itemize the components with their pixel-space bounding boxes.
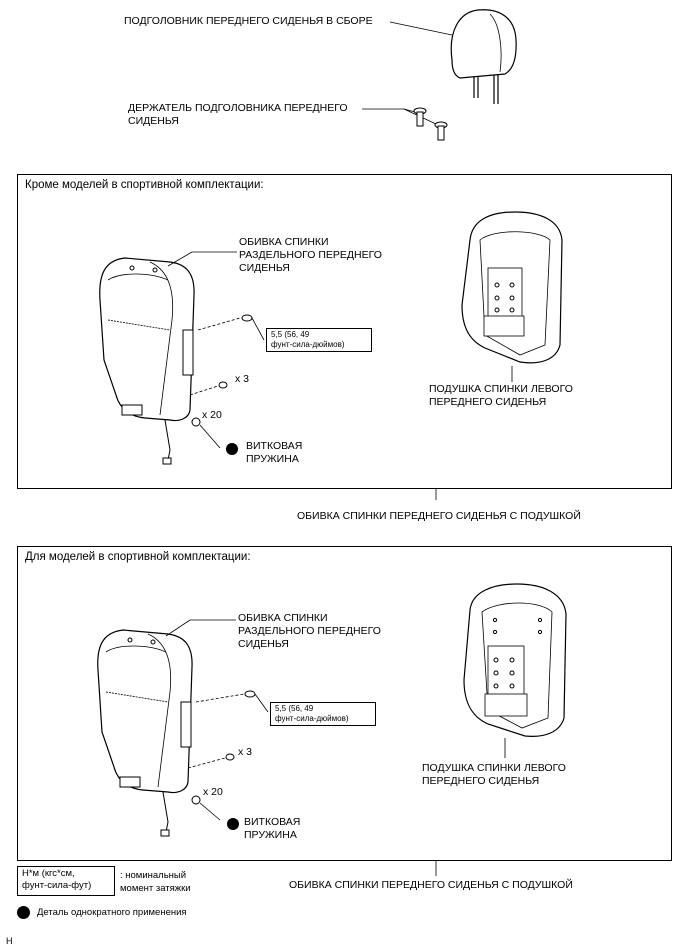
legend-unit-line1: Н*м (кгс*см, (22, 868, 75, 879)
legend-desc-line2: момент затяжки (120, 883, 191, 894)
legend-single-use-icon (17, 906, 30, 919)
panel-standard-assembly-label: ОБИВКА СПИНКИ ПЕРЕДНЕГО СИДЕНЬЯ С ПОДУШК… (297, 510, 581, 522)
headrest-shape (450, 9, 517, 79)
panel-sport-qty-x3: x 3 (238, 746, 253, 758)
panel-sport-cover-label-2: РАЗДЕЛЬНОГО ПЕРЕДНЕГО (238, 625, 381, 637)
panel-sport-cover-label-1: ОБИВКА СПИНКИ (238, 612, 328, 624)
top-illustration (362, 9, 517, 141)
panel-sport: Для моделей в спортивной комплектации: (17, 546, 672, 861)
panel-standard-qty-x3: x 3 (235, 373, 250, 385)
panel-standard-torque-box: 5,5 (56, 49 фунт-сила-дюймов) (266, 328, 372, 352)
panel-standard-cover-label-2: РАЗДЕЛЬНОГО ПЕРЕДНЕГО (239, 249, 382, 261)
panel-sport-torque-unit: фунт-сила-дюймов) (275, 714, 349, 723)
panel-sport-single-use-icon (227, 818, 239, 830)
panel-standard: Кроме моделей в спортивной комплектации: (17, 174, 672, 489)
panel-standard-cushion-label-1: ПОДУШКА СПИНКИ ЛЕВОГО (429, 383, 573, 395)
panel-sport-qty-x20: x 20 (203, 786, 223, 798)
panel-standard-spring-label-2: ПРУЖИНА (246, 453, 299, 465)
panel-standard-qty-x20: x 20 (202, 409, 222, 421)
panel-sport-torque-value: 5,5 (56, 49 (275, 704, 314, 713)
panel-standard-cushion-label-2: ПЕРЕДНЕГО СИДЕНЬЯ (429, 396, 547, 408)
legend-desc-line1: : номинальный (120, 870, 187, 881)
panel-sport-illustration (97, 583, 567, 876)
headrest-label: ПОДГОЛОВНИК ПЕРЕДНЕГО СИДЕНЬЯ В СБОРЕ (124, 15, 373, 27)
panel-standard-torque-unit: фунт-сила-дюймов) (271, 340, 345, 349)
panel-standard-title: Кроме моделей в спортивной комплектации: (25, 179, 264, 191)
panel-standard-cover-label-1: ОБИВКА СПИНКИ (239, 236, 329, 248)
panel-standard-spring-label-1: ВИТКОВАЯ (246, 440, 303, 452)
legend-single-use-label: Деталь однократного применения (37, 907, 187, 918)
panel-standard-torque-value: 5,5 (56, 49 (271, 330, 310, 339)
panel-sport-cushion-label-1: ПОДУШКА СПИНКИ ЛЕВОГО (422, 762, 566, 774)
panel-standard-illustration (99, 211, 563, 500)
figure-code: H (6, 936, 13, 946)
panel-sport-spring-label-1: ВИТКОВАЯ (244, 816, 301, 828)
panel-sport-title: Для моделей в спортивной комплектации: (25, 551, 251, 563)
panel-sport-spring-label-2: ПРУЖИНА (244, 829, 297, 841)
panel-sport-cover-label-3: СИДЕНЬЯ (238, 638, 289, 650)
headrest-holder-1 (413, 107, 427, 127)
legend-torque-box: Н*м (кгс*см, фунт-сила-фут) (17, 866, 115, 896)
panel-sport-torque-box: 5,5 (56, 49 фунт-сила-дюймов) (270, 702, 376, 726)
headrest-holder-label-line1: ДЕРЖАТЕЛЬ ПОДГОЛОВНИКА ПЕРЕДНЕГО (128, 102, 348, 114)
panel-sport-cushion-label-2: ПЕРЕДНЕГО СИДЕНЬЯ (422, 775, 540, 787)
legend-unit-line2: фунт-сила-фут) (22, 880, 92, 891)
headrest-holder-label-line2: СИДЕНЬЯ (128, 115, 179, 127)
panel-standard-single-use-icon (226, 443, 238, 455)
panel-standard-cover-label-3: СИДЕНЬЯ (239, 262, 290, 274)
panel-sport-assembly-label: ОБИВКА СПИНКИ ПЕРЕДНЕГО СИДЕНЬЯ С ПОДУШК… (289, 879, 573, 891)
headrest-holder-2 (434, 121, 448, 141)
